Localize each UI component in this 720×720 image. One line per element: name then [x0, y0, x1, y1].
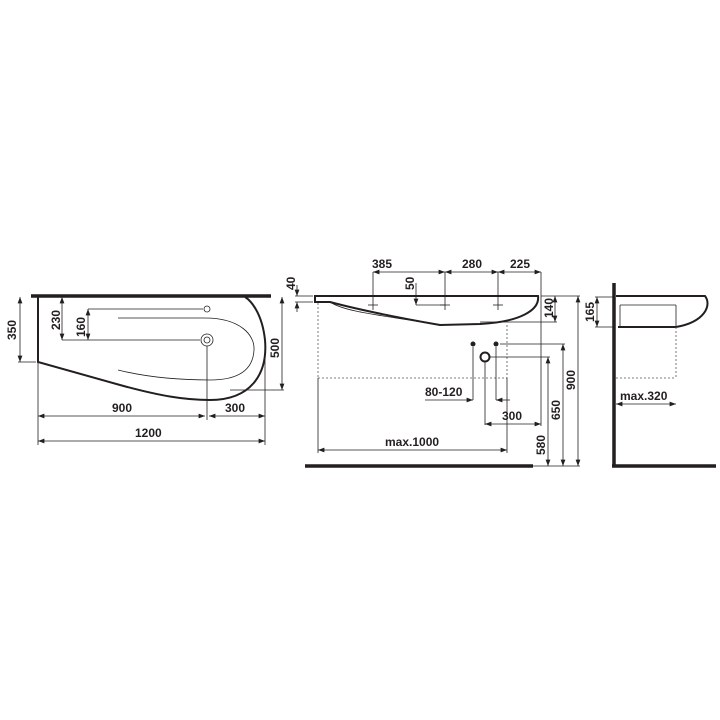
dim-40: 40: [284, 276, 298, 290]
dim-165: 165: [583, 302, 597, 322]
dim-1200: 1200: [135, 426, 162, 440]
dim-max-320: max.320: [620, 389, 668, 403]
waste-outlet: [479, 351, 491, 363]
basin-outline: [37, 296, 267, 402]
top-view: 350 230 160 500 900 300 1200: [5, 294, 285, 445]
dim-225: 225: [510, 257, 530, 271]
dim-80-120: 80-120: [425, 385, 463, 399]
dim-650: 650: [549, 400, 563, 420]
drain-outer: [200, 333, 214, 347]
supply-left: [470, 341, 476, 347]
dim-300: 300: [225, 401, 245, 415]
dim-500: 500: [268, 338, 282, 358]
dim-900-height: 900: [564, 370, 578, 390]
drain-inner: [203, 336, 211, 344]
dim-350: 350: [5, 320, 19, 340]
dim-230: 230: [49, 310, 63, 330]
supply-right: [493, 341, 499, 347]
bowl-inner: [117, 317, 255, 381]
dim-385: 385: [372, 257, 392, 271]
dim-50: 50: [403, 276, 417, 290]
front-basin-outline: [314, 295, 540, 327]
front-view: 385 280 225 50 40 140 80-120 300 max.100…: [284, 257, 581, 468]
side-view: 165 max.320: [583, 283, 716, 468]
dim-max-1000: max.1000: [385, 435, 439, 449]
side-basin-outline: [616, 295, 709, 328]
dim-900: 900: [112, 401, 132, 415]
dim-580: 580: [534, 435, 548, 455]
tap-hole: [203, 305, 211, 313]
dim-280: 280: [462, 257, 482, 271]
dim-300-front: 300: [502, 409, 522, 423]
dim-140: 140: [542, 298, 556, 318]
dim-160: 160: [74, 317, 88, 337]
